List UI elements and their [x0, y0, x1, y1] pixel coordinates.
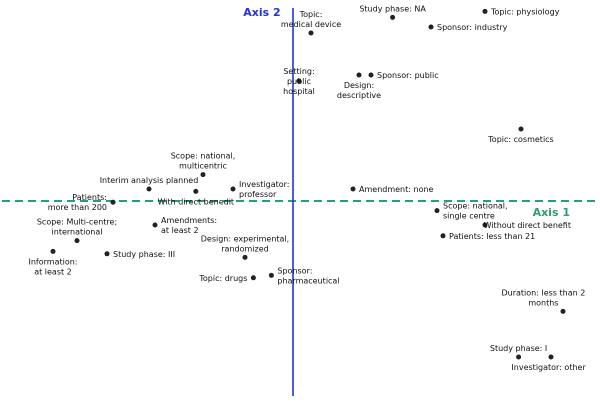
data-point-marker [434, 208, 440, 214]
data-point-label: Sponsor:pharmaceutical [277, 266, 339, 285]
data-point-marker [200, 172, 206, 178]
data-point-marker [482, 222, 488, 228]
data-point-marker [356, 72, 362, 78]
data-point: Sponsor:pharmaceutical [268, 266, 340, 285]
data-point-marker [104, 251, 110, 257]
data-point-label: Topic:medical device [281, 10, 341, 29]
data-point: Amendment: none [350, 185, 434, 194]
data-point-label: Scope: national,single centre [443, 202, 508, 221]
data-point-label: Topic: cosmetics [487, 135, 553, 144]
data-point: Scope: national,multicentric [171, 152, 236, 178]
data-point-marker [350, 186, 356, 192]
data-point-marker [308, 30, 314, 36]
data-point-label: Interim analysis planned [100, 176, 199, 185]
data-point-marker [516, 354, 522, 360]
data-point-marker [268, 272, 274, 278]
data-point: Design: experimental,randomized [201, 234, 289, 260]
data-point: Topic: physiology [482, 7, 560, 16]
data-point-marker [50, 248, 56, 254]
data-point-label: Scope: national,multicentric [171, 152, 236, 171]
data-point-marker [250, 275, 256, 281]
data-point-label: Investigator: other [511, 363, 586, 372]
data-point: Topic:medical device [281, 10, 341, 36]
data-point-marker [548, 354, 554, 360]
data-point-label: Design: experimental,randomized [201, 234, 289, 253]
data-point: Information:at least 2 [28, 248, 78, 276]
data-point: Study phase: III [104, 250, 175, 259]
data-point: Scope: national,single centre [434, 202, 508, 221]
data-point-marker [428, 24, 434, 30]
data-point-label: Amendments:at least 2 [161, 216, 217, 235]
data-point: Sponsor: public [368, 71, 439, 80]
data-point: Design:descriptive [337, 72, 381, 100]
data-point-marker [440, 233, 446, 239]
data-point-label: Scope: Multi-centre;international [37, 218, 117, 237]
data-point-label: Patients:more than 200 [48, 193, 107, 212]
data-point: Topic: cosmetics [487, 126, 554, 144]
data-point-label: Topic: physiology [490, 7, 560, 16]
data-point: Study phase: NA [359, 4, 426, 20]
data-point: Patients:more than 200 [48, 193, 116, 212]
data-point-marker [296, 78, 302, 84]
data-point-marker [390, 14, 396, 20]
data-point-label: Investigator:professor [239, 180, 289, 199]
data-point-label: Study phase: I [490, 344, 547, 353]
data-point: Investigator: other [511, 354, 586, 372]
data-point-label: Design:descriptive [337, 81, 381, 100]
data-point-label: Information:at least 2 [28, 257, 77, 276]
data-point: Sponsor: industry [428, 23, 508, 32]
data-point-label: Without direct benefit [484, 221, 571, 230]
data-point-marker [146, 186, 152, 192]
data-point: Without direct benefit [482, 221, 571, 230]
data-point-label: Patients: less than 21 [449, 232, 535, 241]
axis-1-title: Axis 1 [533, 206, 570, 219]
data-point-label: Sponsor: industry [437, 23, 508, 32]
data-point: Amendments:at least 2 [152, 216, 217, 235]
data-point-marker [193, 188, 199, 194]
data-point-marker [110, 199, 116, 205]
data-point: Investigator:professor [230, 180, 289, 199]
data-point-marker [482, 8, 488, 14]
data-point: Scope: Multi-centre;international [37, 218, 117, 244]
data-point: Interim analysis planned [100, 176, 199, 192]
data-point-label: Sponsor: public [377, 71, 439, 80]
data-point-marker [152, 222, 158, 228]
data-point-label: With direct benedit [158, 197, 235, 206]
data-point-marker [230, 186, 236, 192]
data-point: With direct benedit [158, 188, 235, 206]
data-point-marker [74, 238, 80, 244]
data-point: Study phase: I [490, 344, 547, 360]
data-point-label: Study phase: NA [359, 4, 426, 13]
data-point-marker [368, 72, 374, 78]
data-point-label: Amendment: none [359, 185, 434, 194]
data-point-marker [518, 126, 524, 132]
data-point: Patients: less than 21 [440, 232, 535, 241]
data-point-marker [242, 254, 248, 260]
axis-2-title: Axis 2 [243, 6, 280, 19]
data-point-label: Study phase: III [113, 250, 175, 259]
data-point-label: Topic: drugs [198, 274, 247, 283]
data-point-marker [560, 308, 566, 314]
data-point: Topic: drugs [198, 274, 256, 283]
